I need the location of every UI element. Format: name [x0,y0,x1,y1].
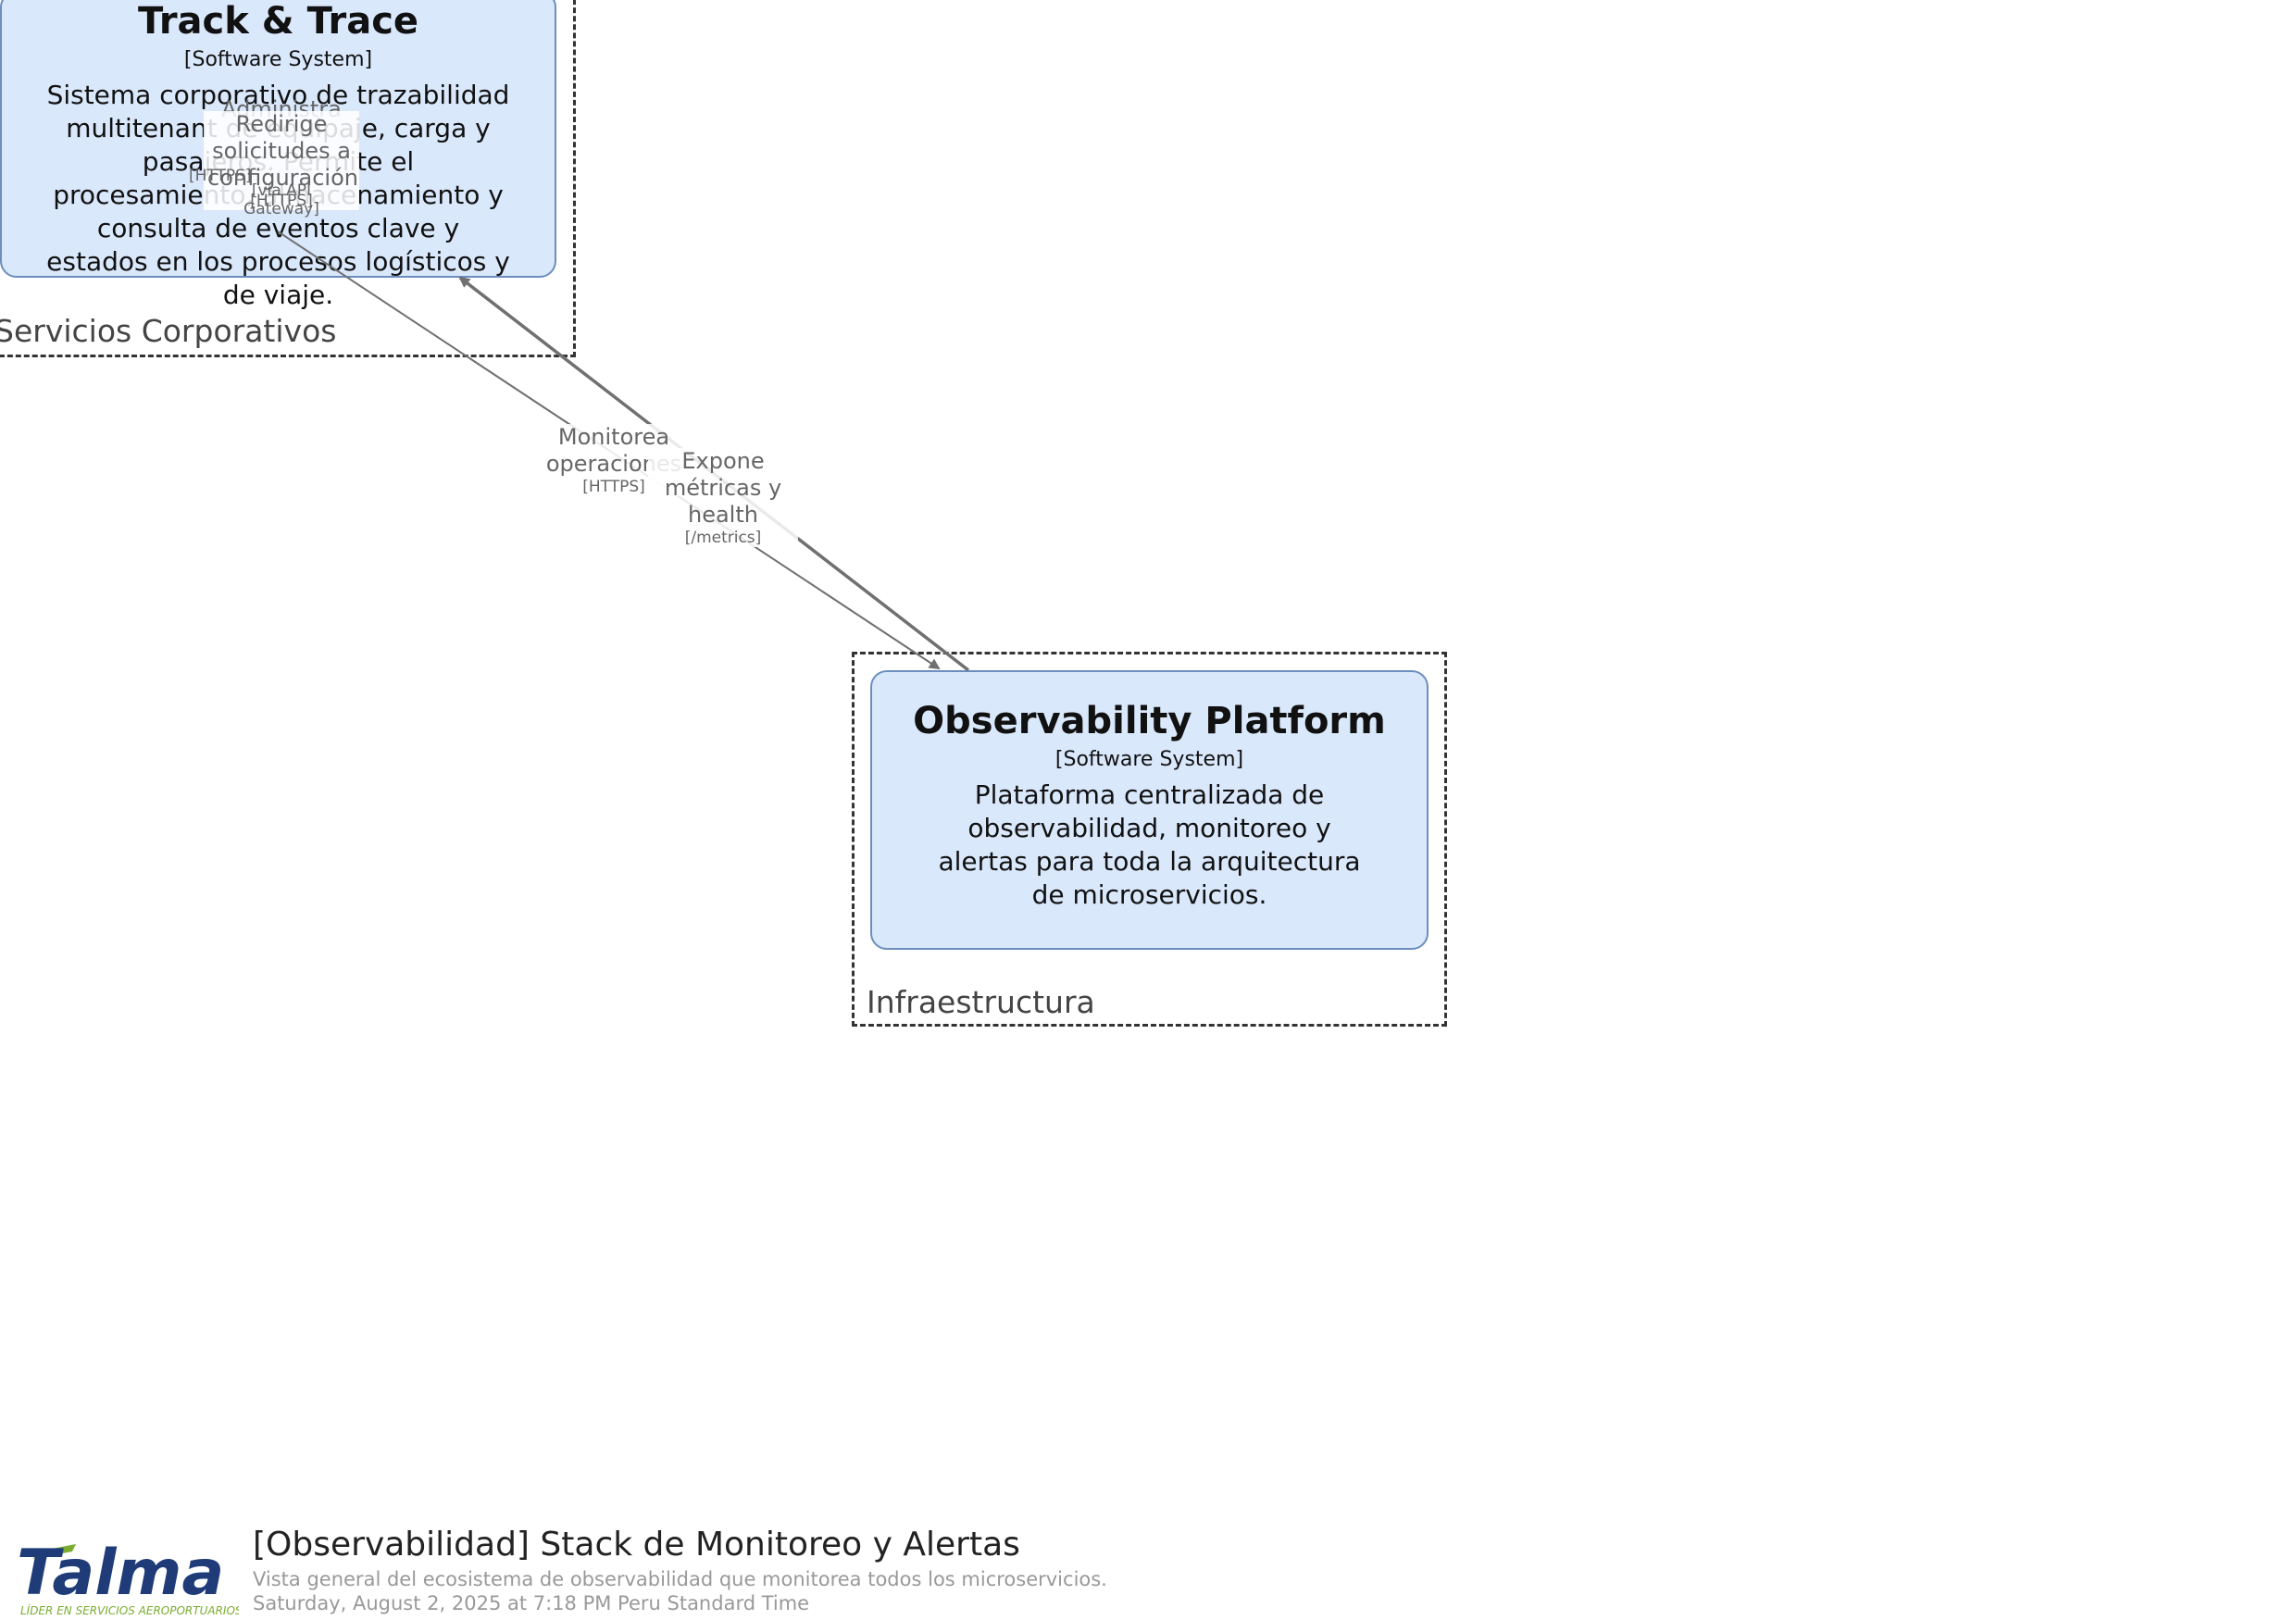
system-description: Plataforma centralizada de observabilida… [938,779,1361,910]
relationship-text: Redirige solicitudes a configuración [207,111,358,191]
relationship-technology: [HTTPS] [582,478,645,496]
relationship-label-via-gateway: [vía API Gateway] [208,181,355,218]
system-type: [Software System] [1054,748,1244,771]
boundary-infraestructura [852,652,1447,1027]
diagram-title: [Observabilidad] Stack de Monitoreo y Al… [253,1526,1020,1564]
relationship-label-expone: Expone métricas y health [/metrics] [648,448,798,547]
boundary-servicios-corporativos [0,0,576,357]
diagram-date: Saturday, August 2, 2025 at 7:18 PM Peru… [253,1592,810,1614]
logo-tagline: LÍDER EN SERVICIOS AEROPORTUARIOS [20,1603,239,1617]
relationship-technology: [HTTPS] [189,167,252,185]
logo-text: Talma [17,1537,224,1610]
system-name: Observability Platform [913,700,1386,742]
system-name: Track & Trace [137,0,419,43]
relationship-technology: [vía API Gateway] [243,181,319,218]
diagram-description: Vista general del ecosistema de observab… [253,1568,1107,1590]
relationship-technology: [/metrics] [684,529,762,547]
system-type: [Software System] [183,48,373,71]
relationship-text: Expone métricas y health [664,448,782,528]
relationship-label-redirige: Redirige solicitudes a configuración [HT… [204,111,359,210]
relationship-technology: [HTTPS] [250,192,313,210]
boundary-label-infraestructura: Infraestructura [867,984,1095,1020]
system-observability-platform[interactable]: Observability Platform [Software System]… [870,670,1429,950]
boundary-label-servicios-corporativos: Servicios Corporativos [0,313,337,349]
talma-logo: Talma LÍDER EN SERVICIOS AEROPORTUARIOS [17,1537,239,1617]
relationship-label-administra-tech: [HTTPS] [185,167,252,185]
